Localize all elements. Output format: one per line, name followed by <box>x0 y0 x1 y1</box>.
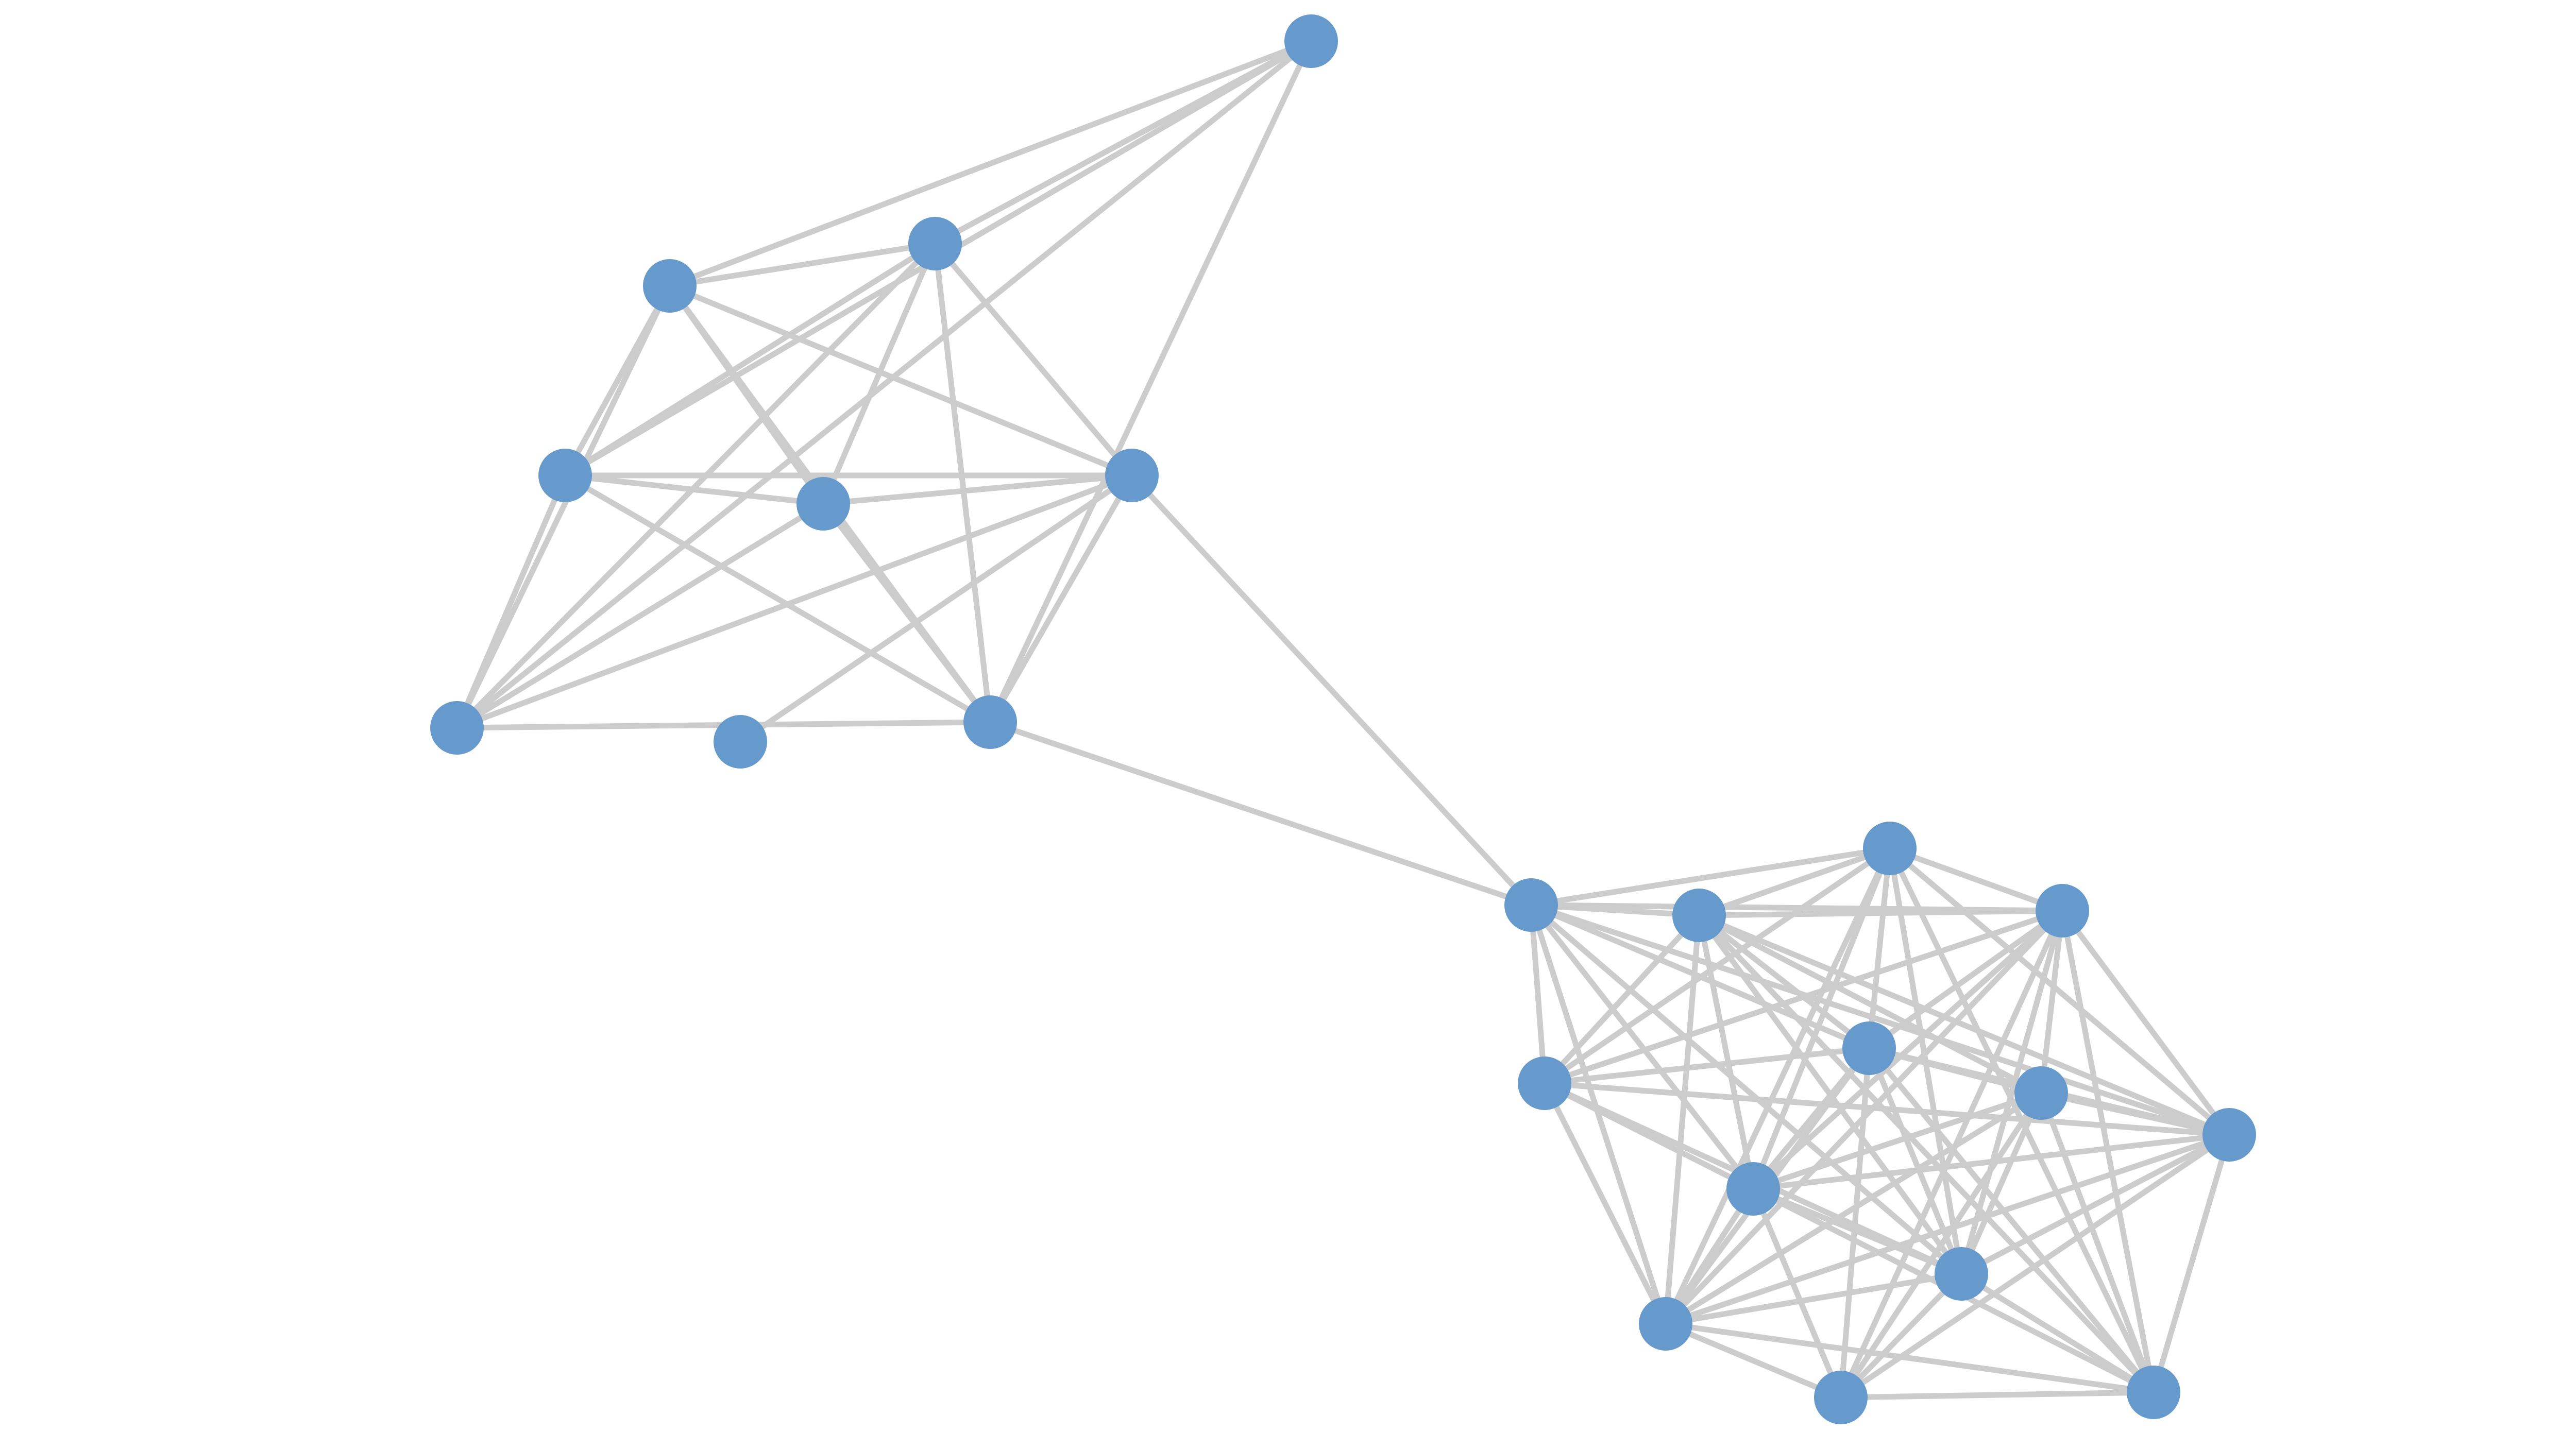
graph-edge <box>1663 1321 1844 1401</box>
graph-edge <box>454 472 568 731</box>
graph-edge <box>987 472 1135 725</box>
graph-edge <box>667 38 1314 289</box>
graph-edge <box>454 241 938 731</box>
graph-edge <box>454 38 1314 731</box>
graph-edge <box>562 472 993 725</box>
graph-node <box>1672 889 1726 942</box>
graph-node <box>963 695 1017 749</box>
graph-edge <box>1541 1080 1669 1327</box>
graph-node <box>1726 1162 1780 1216</box>
graph-node <box>908 217 962 270</box>
graph-edge <box>454 472 1135 731</box>
graph-edge <box>2059 908 2232 1138</box>
graph-edge <box>2038 1090 2232 1138</box>
graph-node <box>1504 878 1558 932</box>
graph-edge <box>1528 902 1548 1086</box>
graph-edge <box>1129 472 1534 908</box>
graph-node <box>2036 884 2089 937</box>
graph-edge <box>1958 1271 2157 1395</box>
graph-edge <box>1663 1321 2157 1395</box>
graph-edge <box>667 283 1135 479</box>
graph-edge <box>1696 912 1872 1051</box>
graph-edge <box>454 501 826 731</box>
graph-edge <box>667 241 938 289</box>
graph-edge <box>1696 912 2232 1138</box>
graph-edge <box>987 719 1534 908</box>
graph-edge <box>1750 1132 2232 1192</box>
graph-edge <box>1541 908 2065 1086</box>
graph-edge <box>1663 1132 2232 1327</box>
graph-node <box>2014 1066 2068 1120</box>
graph-edge <box>932 241 993 725</box>
graph-edge <box>737 472 1135 745</box>
graph-edge <box>1696 912 1756 1192</box>
graph-edge <box>1750 1186 1844 1401</box>
graph-node <box>714 715 767 769</box>
graph-edge <box>1696 845 1893 918</box>
graph-edge <box>1750 845 1893 1192</box>
graph-edge <box>932 241 1135 479</box>
graph-edge <box>1663 845 1893 1327</box>
graph-edge <box>1838 908 2065 1401</box>
graph-edge <box>1838 1389 2157 1401</box>
nodes-layer <box>430 14 2256 1424</box>
graph-node <box>643 259 697 313</box>
graph-node <box>1842 1021 1896 1075</box>
graph-edge <box>2038 1090 2157 1395</box>
graph-edge <box>1541 845 1893 1086</box>
graph-edge <box>1750 1090 2044 1192</box>
graph-edge <box>1866 1045 2157 1395</box>
graph-edge <box>1528 845 1893 908</box>
graph-node <box>1935 1247 1988 1301</box>
graph-edge <box>1541 1045 1872 1086</box>
graph-edge <box>1663 1271 1964 1327</box>
graph-node <box>2202 1108 2256 1162</box>
graph-node <box>1863 822 1917 875</box>
graph-edge <box>820 501 993 725</box>
graph-edge <box>2038 908 2065 1096</box>
graph-edge <box>1750 1186 1964 1277</box>
graph-edge <box>1696 912 2044 1096</box>
graph-edge <box>1866 845 1893 1051</box>
graph-edge <box>1838 1271 1964 1401</box>
graph-node <box>2127 1366 2180 1419</box>
graph-node <box>796 477 850 531</box>
graph-node <box>538 449 592 502</box>
graph-edge <box>562 472 826 507</box>
graph-edge <box>1696 908 2065 918</box>
graph-edge <box>1750 908 2065 1192</box>
graph-edge <box>1663 1090 2044 1327</box>
graph-edge <box>1866 908 2065 1051</box>
graph-edge <box>1696 912 2157 1395</box>
graph-edge <box>820 241 938 507</box>
graph-node <box>1518 1056 1571 1110</box>
graph-edge <box>987 38 1314 725</box>
graph-edge <box>1528 902 1669 1327</box>
graph-edge <box>2059 908 2157 1395</box>
graph-edge <box>454 283 673 731</box>
graph-edge <box>1663 912 1702 1327</box>
graph-edge <box>1663 1186 1756 1327</box>
graph-edge <box>1541 912 1702 1086</box>
graph-node <box>1814 1371 1868 1424</box>
graph-edge <box>1958 1132 2232 1277</box>
graph-edge <box>2150 1132 2232 1395</box>
graph-edge <box>1958 908 2065 1277</box>
edges-layer <box>454 38 2232 1401</box>
graph-edge <box>820 472 1135 507</box>
graph-edge <box>1958 1090 2044 1277</box>
graph-edge <box>1887 845 2232 1138</box>
graph-edge <box>1528 902 2232 1138</box>
graph-node <box>430 701 484 755</box>
graph-edge <box>1887 845 2157 1395</box>
graph-node <box>1639 1297 1692 1351</box>
graph-node <box>1105 449 1159 502</box>
graph-edge <box>1887 845 2065 914</box>
graph-edge <box>1528 902 1964 1277</box>
graph-edge <box>1838 1090 2044 1401</box>
graph-node <box>1284 14 1338 68</box>
graph-edge <box>1528 902 1756 1192</box>
